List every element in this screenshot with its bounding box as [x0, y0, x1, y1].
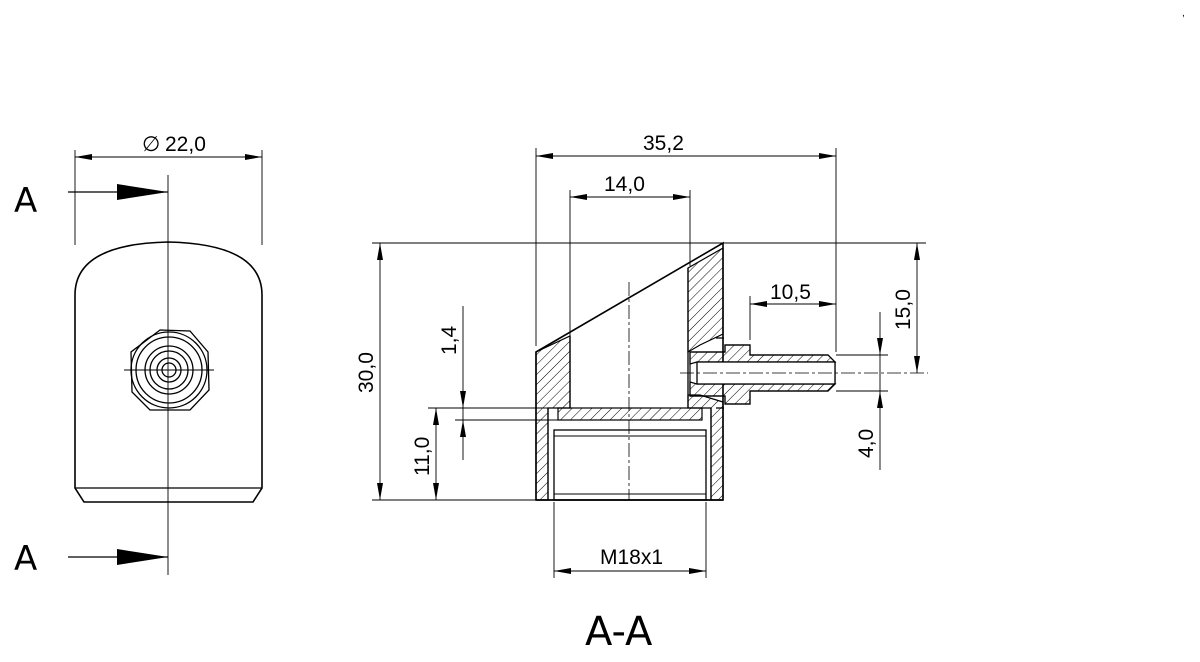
- nipple-front-icon: [124, 329, 214, 411]
- section-hatch-right: [687, 246, 724, 354]
- thread-spec-label: M18x1: [600, 546, 663, 569]
- height-top-label: 15,0: [892, 289, 915, 330]
- diameter-symbol: ∅: [142, 133, 160, 156]
- section-title: A-A: [585, 609, 653, 655]
- step-height-label: 1,4: [438, 325, 461, 355]
- front-view: ∅ 22,0 A A: [14, 133, 263, 579]
- section-arrow-icon: [117, 184, 168, 200]
- thread-ring: [557, 407, 703, 421]
- section-label-top: A: [14, 181, 37, 221]
- bore-width-label: 14,0: [604, 173, 645, 196]
- section-mark-top: A: [14, 181, 168, 221]
- total-length-label: 35,2: [643, 132, 684, 155]
- section-label-bottom: A: [14, 539, 37, 579]
- corner-mark: ,: [1182, 8, 1185, 19]
- nipple-bore-label: 4,0: [855, 429, 878, 458]
- nipple-section: [689, 337, 837, 409]
- diameter-label: 22,0: [165, 133, 206, 156]
- front-view-body-outline: [74, 241, 263, 503]
- nipple-length-label: 10,5: [770, 281, 811, 304]
- thread-depth-label: 11,0: [411, 437, 434, 476]
- section-mark-bottom: A: [14, 539, 168, 579]
- section-view: 35,2 14,0 10,5 15,0 4,0 30,0: [355, 132, 928, 655]
- total-height-label: 30,0: [355, 352, 378, 393]
- thread-outline: [553, 429, 707, 501]
- section-arrow-icon: [117, 549, 168, 565]
